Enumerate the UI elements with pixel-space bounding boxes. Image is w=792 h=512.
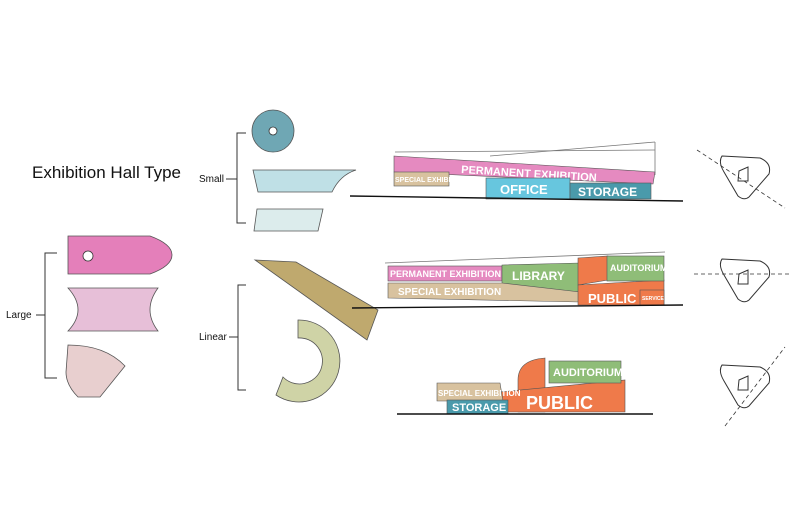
large-petal-shape — [65, 344, 126, 398]
section-one-roof-line — [394, 149, 656, 153]
diagram-title: Exhibition Hall Type — [32, 163, 181, 182]
large-label: Large — [6, 310, 32, 321]
section-two: PERMANENT EXHIBITION LIBRARY SPECIAL EXH… — [351, 251, 684, 309]
section-two-auditorium-block — [606, 255, 665, 282]
key-plan-one-section-cut — [696, 149, 786, 209]
section-two-library-label: LIBRARY — [512, 269, 565, 283]
section-three-public-label: PUBLIC — [526, 393, 593, 413]
small-parallelogram-shape — [253, 208, 324, 232]
section-one-special-exhibition-block — [393, 171, 450, 187]
section-two-special-exhibition-label: SPECIAL EXHIBITION — [398, 287, 501, 298]
small-label: Small — [199, 174, 224, 185]
small-bracket — [226, 132, 246, 224]
section-one-special-exhibition-label: SPECIAL EXHIBITION — [395, 177, 467, 184]
section-two-permanent-exhibition-label: PERMANENT EXHIBITION — [390, 269, 501, 279]
key-plan-one-inner — [737, 166, 749, 182]
section-three-storage-label: STORAGE — [452, 402, 506, 414]
large-concave-shape — [67, 287, 159, 332]
section-one-storage-block — [569, 182, 652, 200]
large-tag-shape — [67, 235, 173, 275]
small-circle-hole — [268, 126, 278, 136]
section-three: PUBLIC AUDITORIUM SPECIAL EXHIBITION STO… — [397, 357, 653, 415]
key-plan-three-outline — [719, 364, 771, 409]
key-plan-three-inner — [737, 375, 749, 391]
section-three-auditorium-label: AUDITORIUM — [553, 367, 623, 379]
key-plan-three — [719, 346, 786, 427]
section-one-roof-slope — [489, 141, 656, 157]
key-plan-one — [696, 149, 786, 209]
section-one-permanent-exhibition-block — [393, 155, 656, 185]
section-two-public-label: PUBLIC — [588, 291, 637, 306]
small-wedge-shape — [252, 169, 357, 193]
section-one-office-label: OFFICE — [500, 182, 548, 197]
linear-bracket — [229, 284, 246, 391]
section-one: PERMANENT EXHIBITION SPECIAL EXHIBITION … — [349, 141, 684, 202]
large-tag-hole — [82, 250, 94, 262]
linear-label: Linear — [199, 332, 227, 343]
section-one-storage-label: STORAGE — [578, 185, 637, 199]
section-two-public-tower-block — [577, 255, 609, 286]
key-plan-two-inner — [737, 269, 749, 285]
linear-arc-shape — [275, 319, 341, 403]
key-plan-two — [694, 258, 790, 303]
key-plan-three-section-cut — [724, 346, 786, 427]
key-plan-two-outline — [719, 258, 771, 303]
large-type-shapes — [65, 235, 173, 398]
linear-bar-shape — [253, 259, 379, 341]
section-two-service-label: SERVICE — [642, 296, 665, 302]
section-three-special-exhibition-label: SPECIAL EXHIBITION — [438, 389, 521, 398]
section-two-roof-line — [384, 251, 666, 264]
key-plan-one-outline — [719, 155, 771, 200]
section-two-ground-line — [351, 304, 684, 309]
section-three-auditorium-block — [548, 360, 622, 384]
linear-type-shapes — [253, 259, 379, 403]
section-one-ground-line — [349, 195, 684, 202]
section-two-auditorium-label: AUDITORIUM — [610, 263, 667, 273]
small-type-shapes — [251, 109, 357, 232]
large-bracket — [36, 252, 57, 379]
